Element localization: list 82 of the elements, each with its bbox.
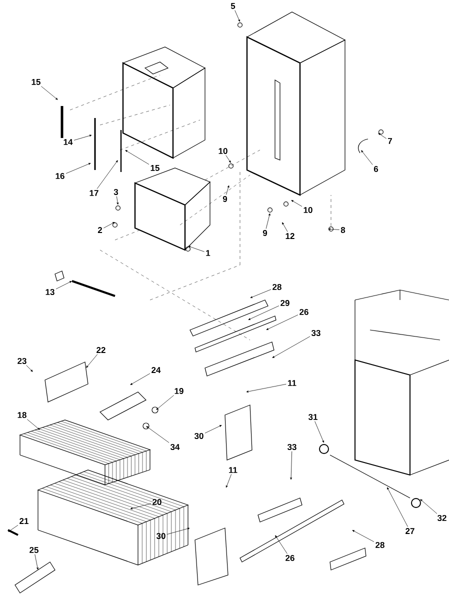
leader-line bbox=[226, 474, 232, 488]
callout-number: 20 bbox=[152, 499, 162, 505]
callout-number: 30 bbox=[156, 533, 166, 540]
callout-number: 24 bbox=[152, 367, 161, 373]
leader-line bbox=[188, 246, 205, 252]
callout-number: 11 bbox=[288, 380, 296, 386]
leader-line bbox=[361, 150, 373, 165]
leader-line bbox=[272, 336, 310, 358]
callout-number: 26 bbox=[300, 309, 308, 315]
callout-number: 11 bbox=[229, 467, 238, 473]
callout-number: 22 bbox=[96, 347, 106, 353]
callout-number: 26 bbox=[286, 555, 294, 561]
callout-number: 10 bbox=[304, 207, 312, 213]
leader-line bbox=[26, 365, 33, 372]
callout-number: 28 bbox=[272, 284, 282, 290]
callout-number: 14 bbox=[64, 139, 73, 145]
callout-number: 15 bbox=[32, 79, 40, 85]
leader-line bbox=[130, 373, 150, 385]
leader-line bbox=[282, 222, 288, 232]
leader-line bbox=[96, 160, 118, 189]
leader-line bbox=[130, 503, 152, 510]
leader-line bbox=[66, 163, 91, 174]
leader-line bbox=[234, 10, 240, 22]
leader-line bbox=[290, 451, 292, 480]
leader-line bbox=[266, 314, 298, 330]
callout-number: 10 bbox=[218, 148, 228, 154]
leader-line bbox=[56, 281, 72, 290]
callout-number: 2 bbox=[98, 227, 102, 233]
callout-number: 9 bbox=[222, 196, 228, 202]
callout-number: 27 bbox=[406, 528, 414, 534]
leader-line bbox=[314, 421, 324, 443]
leader-line bbox=[166, 528, 190, 535]
callout-number: 29 bbox=[280, 300, 290, 306]
callout-number: 31 bbox=[308, 414, 318, 420]
callout-number: 25 bbox=[30, 547, 38, 553]
callout-number: 28 bbox=[376, 542, 384, 548]
callout-number: 9 bbox=[262, 230, 268, 236]
leader-line bbox=[420, 499, 438, 514]
callout-number: 13 bbox=[46, 289, 54, 296]
callout-number: 16 bbox=[56, 173, 64, 179]
leader-line bbox=[86, 354, 98, 368]
leader-line bbox=[103, 222, 115, 228]
callout-number: 32 bbox=[437, 515, 446, 522]
leader-line bbox=[328, 228, 340, 230]
leader-line bbox=[266, 213, 270, 229]
leader-line bbox=[378, 133, 387, 139]
callout-number: 15 bbox=[150, 165, 160, 171]
leader-line bbox=[74, 134, 92, 140]
leader-line bbox=[226, 155, 231, 163]
callout-number: 19 bbox=[174, 388, 184, 394]
leader-line bbox=[387, 487, 408, 527]
leader-line bbox=[34, 554, 38, 570]
leader-line bbox=[226, 185, 230, 195]
leader-line bbox=[125, 150, 150, 165]
leader-line bbox=[116, 196, 119, 205]
leader-line bbox=[291, 200, 302, 207]
callout-number: 8 bbox=[340, 227, 346, 233]
leader-line bbox=[250, 289, 272, 298]
leader-line bbox=[248, 306, 280, 320]
callout-number: 18 bbox=[18, 412, 26, 418]
leader-line bbox=[146, 426, 170, 443]
callout-number: 12 bbox=[286, 233, 294, 239]
leader-line bbox=[246, 384, 286, 393]
callout-number: 1 bbox=[206, 250, 210, 256]
leader-line bbox=[8, 524, 18, 532]
callout-number: 21 bbox=[20, 518, 28, 524]
callout-number: 23 bbox=[18, 358, 26, 364]
leader-line bbox=[204, 425, 222, 434]
callout-number: 17 bbox=[90, 190, 98, 196]
callout-number: 6 bbox=[374, 166, 378, 172]
leader-line bbox=[26, 419, 40, 430]
leader-line bbox=[352, 530, 374, 542]
callout-number: 7 bbox=[388, 138, 392, 144]
leader-line bbox=[156, 395, 174, 410]
callout-number: 34 bbox=[170, 444, 180, 450]
callout-number: 30 bbox=[194, 433, 204, 440]
callout-number: 5 bbox=[230, 3, 236, 9]
callout-number: 33 bbox=[287, 444, 296, 450]
callout-number: 3 bbox=[114, 189, 118, 196]
leader-line bbox=[41, 86, 58, 100]
leader-line bbox=[275, 535, 288, 554]
callout-number: 33 bbox=[311, 330, 320, 336]
